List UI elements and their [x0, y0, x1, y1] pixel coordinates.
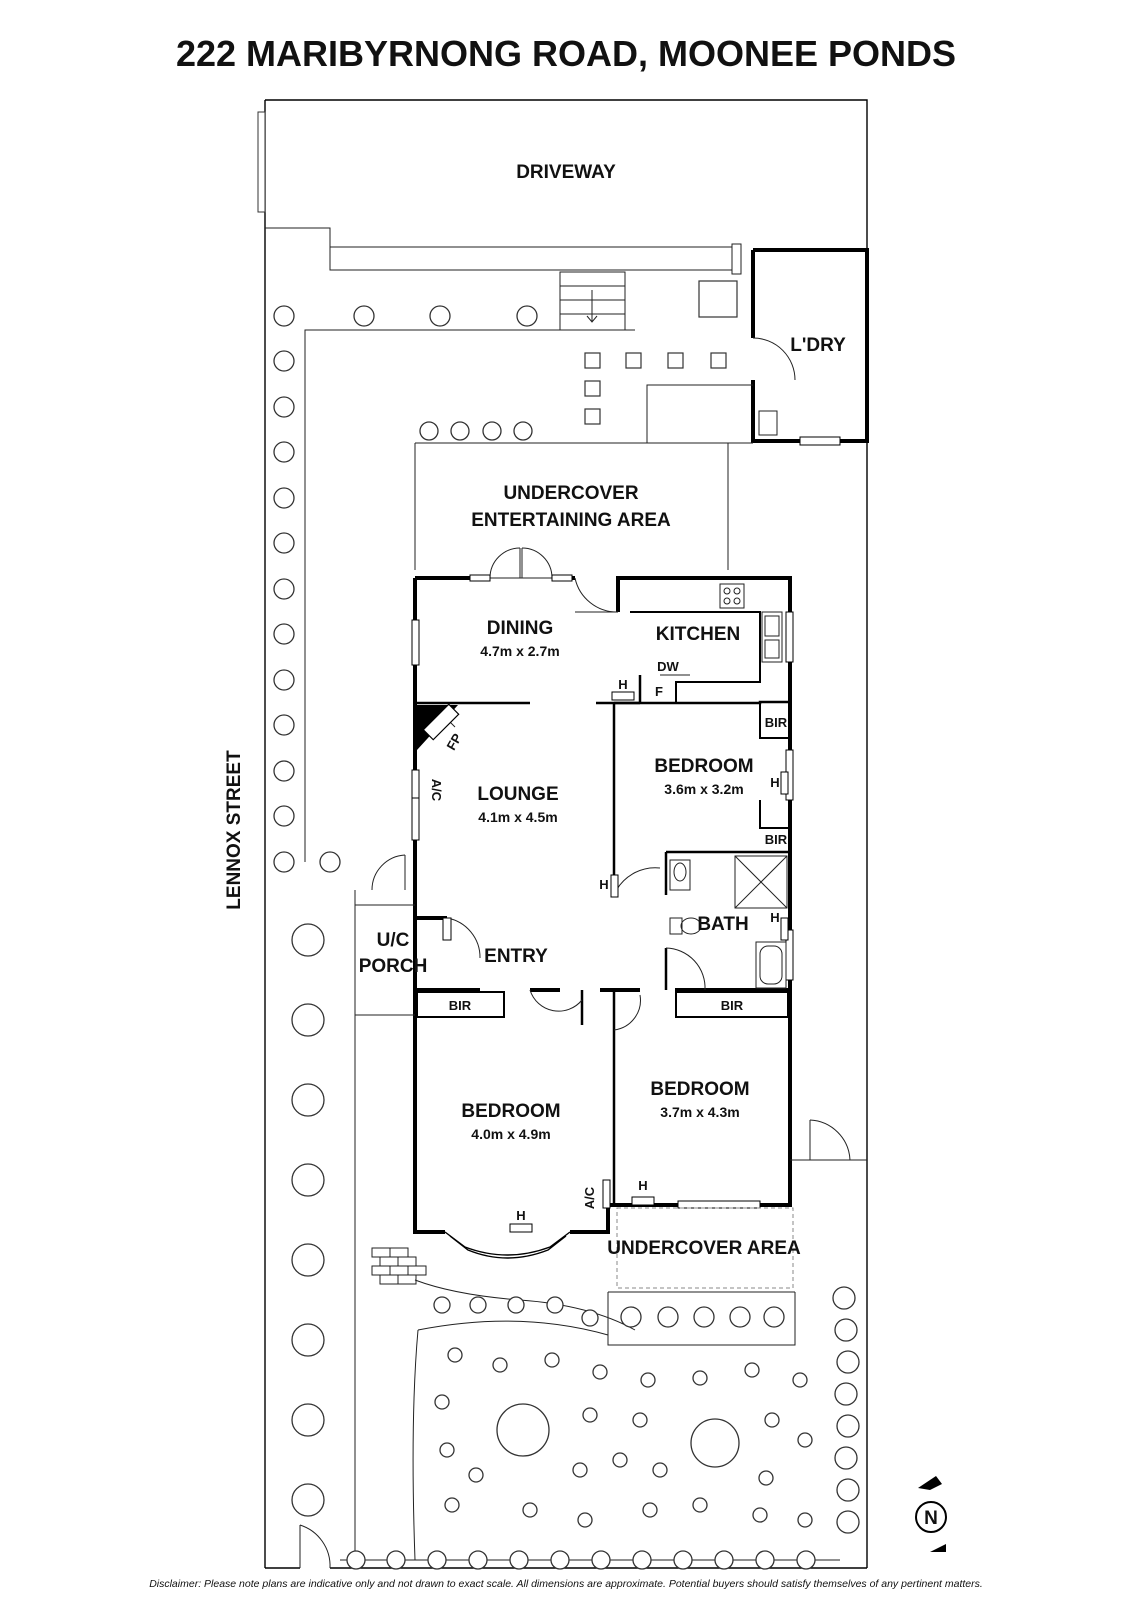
compass-north-label: N: [924, 1508, 938, 1529]
bedroom-1-dimensions: 3.6m x 3.2m: [664, 781, 743, 797]
lounge-label: LOUNGE: [477, 784, 558, 805]
bir-label-bedroom3: BIR: [721, 998, 744, 1013]
bedroom-1-label: BEDROOM: [654, 756, 753, 777]
paving-stones: [584, 280, 753, 443]
fridge-label: F: [655, 684, 663, 699]
lounge-dimensions: 4.1m x 4.5m: [478, 809, 557, 825]
undercover-area-label: UNDERCOVER AREA: [607, 1238, 801, 1259]
bir-label-bedroom1-b: BIR: [765, 832, 788, 847]
street-label: LENNOX STREET: [224, 750, 245, 910]
driveway-label: DRIVEWAY: [516, 162, 616, 183]
brick-feature: [371, 1247, 427, 1285]
heater-label-dining: H: [618, 677, 627, 692]
ac-label-lounge: A/C: [429, 779, 444, 802]
ac-label-bedroom2: A/C: [582, 1186, 597, 1209]
bath-fixtures: [669, 855, 788, 989]
heater-label-bedroom1: H: [770, 775, 779, 790]
interior-walls: [415, 611, 790, 1205]
disclaimer-text: Disclaimer: Please note plans are indica…: [149, 1578, 983, 1590]
garden-shrubs: [273, 305, 860, 1570]
french-doors: [469, 547, 573, 582]
kitchen-fixtures: [660, 583, 783, 676]
heater-label-bedroom3: H: [638, 1178, 647, 1193]
fireplace: [417, 703, 460, 750]
steps: [559, 271, 626, 331]
fireplace-label: FP: [443, 731, 464, 753]
undercover-area-outline: [616, 1207, 794, 1289]
dishwasher-label: DW: [657, 659, 679, 674]
heater-label-hall: H: [599, 877, 608, 892]
porch-area: [354, 890, 415, 1016]
dining-label: DINING: [487, 618, 554, 639]
bedroom-3-label: BEDROOM: [650, 1079, 749, 1100]
kitchen-label: KITCHEN: [656, 624, 740, 645]
undercover-entertaining-area: [414, 442, 753, 570]
entry-label: ENTRY: [484, 946, 548, 967]
bedroom-2-label: BEDROOM: [461, 1101, 560, 1122]
bir-label-bedroom2: BIR: [449, 998, 472, 1013]
heater-markers: [411, 691, 789, 1233]
entertaining-label-line2: ENTERTAINING AREA: [471, 510, 671, 531]
bath-label: BATH: [697, 914, 748, 935]
bedroom-3-dimensions: 3.7m x 4.3m: [660, 1104, 739, 1120]
bedroom-2-dimensions: 4.0m x 4.9m: [471, 1126, 550, 1142]
door-swings: [371, 577, 867, 1161]
porch-label-line2: PORCH: [359, 956, 428, 977]
dining-dimensions: 4.7m x 2.7m: [480, 643, 559, 659]
heater-label-bedroom2: H: [516, 1208, 525, 1223]
bir-label-bedroom1-a: BIR: [765, 715, 788, 730]
north-compass-icon: [915, 1476, 947, 1552]
plan-title: 222 MARIBYRNONG ROAD, MOONEE PONDS: [176, 33, 956, 74]
porch-label-line1: U/C: [377, 930, 410, 951]
heater-label-bath: H: [770, 910, 779, 925]
laundry-label: L'DRY: [790, 335, 846, 356]
laundry: [751, 248, 869, 446]
entertaining-label-line1: UNDERCOVER: [503, 483, 638, 504]
